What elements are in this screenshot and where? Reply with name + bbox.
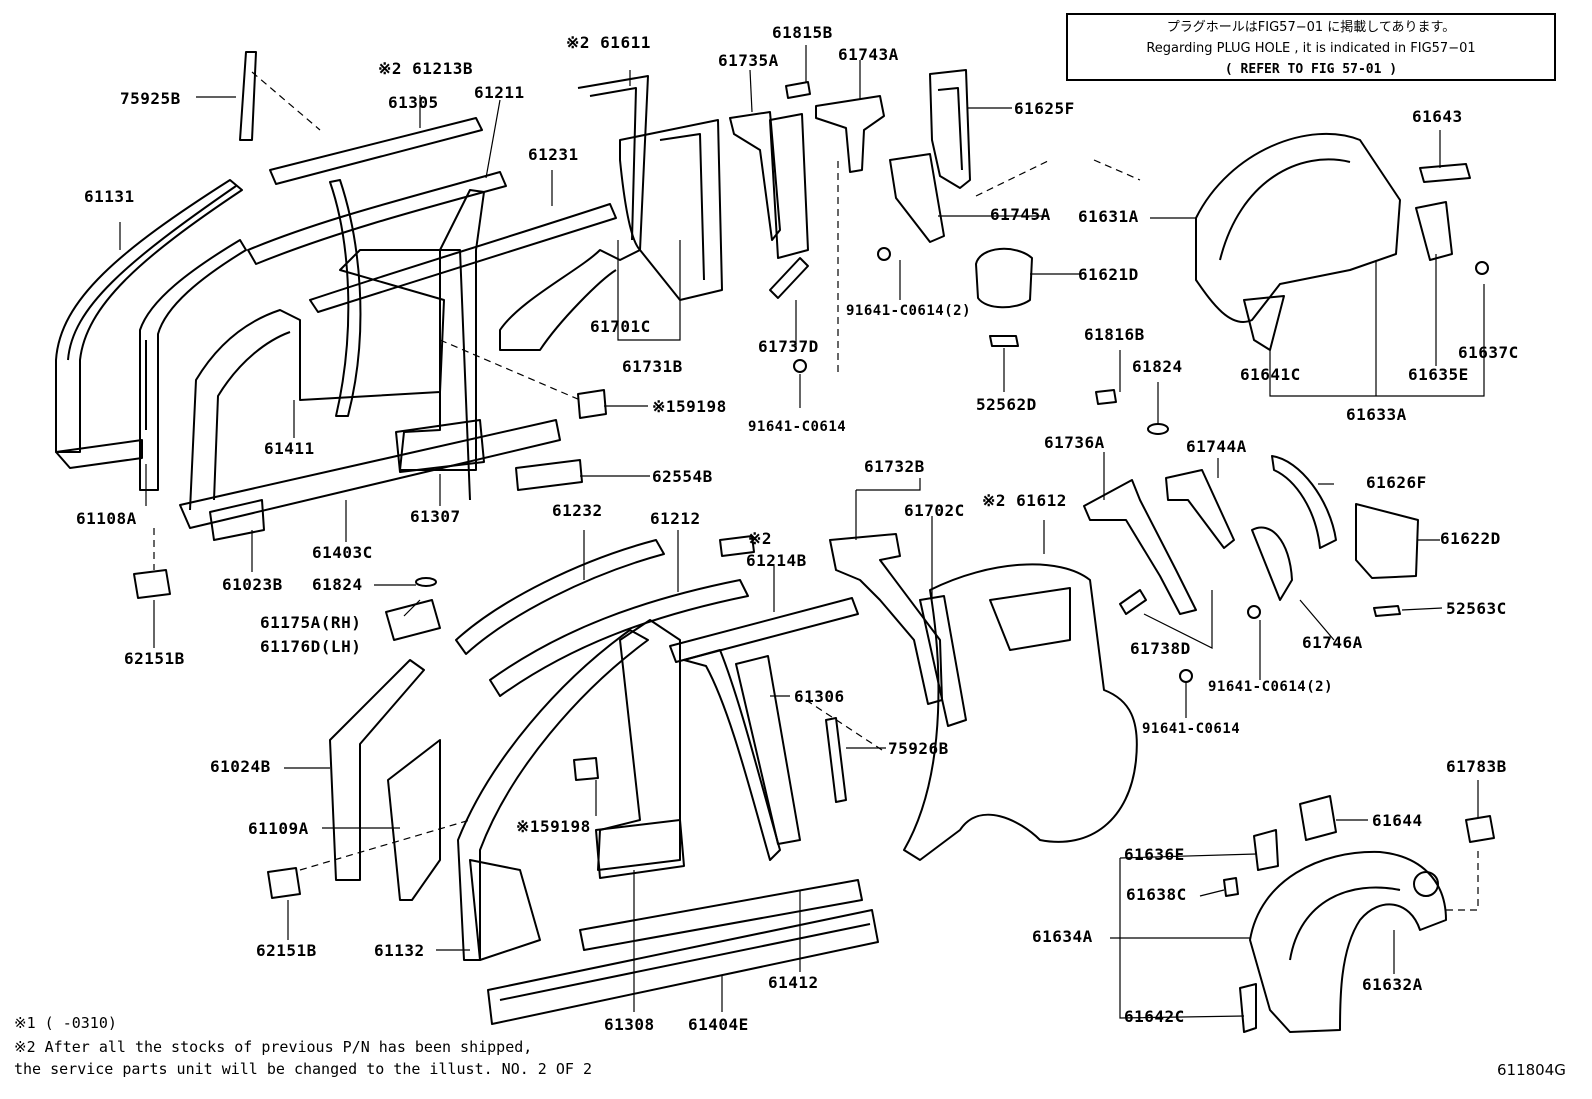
part-label[interactable]: ※2 61612: [982, 491, 1067, 510]
part-label[interactable]: 61637C: [1458, 343, 1519, 362]
part-label[interactable]: 61736A: [1044, 433, 1105, 452]
part-label[interactable]: 61815B: [772, 23, 833, 42]
part-label[interactable]: 61175A(RH): [260, 613, 362, 632]
part-label[interactable]: ※159198: [516, 817, 591, 836]
part-label[interactable]: 61307: [410, 507, 461, 526]
part-label[interactable]: 61638C: [1126, 885, 1187, 904]
part-label[interactable]: 91641-C0614: [748, 419, 847, 435]
part-label[interactable]: 61644: [1372, 811, 1423, 830]
part-label[interactable]: 61622D: [1440, 529, 1501, 548]
part-label[interactable]: 75925B: [120, 89, 181, 108]
part-label[interactable]: 61411: [264, 439, 315, 458]
part-label[interactable]: 61746A: [1302, 633, 1363, 652]
part-label[interactable]: 61131: [84, 187, 135, 206]
part-label[interactable]: 61308: [604, 1015, 655, 1034]
part-label[interactable]: 52562D: [976, 395, 1037, 414]
footnote-1: ※1 ( -0310): [14, 1014, 117, 1032]
part-label[interactable]: 61633A: [1346, 405, 1407, 424]
part-label[interactable]: 61621D: [1078, 265, 1139, 284]
part-label[interactable]: 61305: [388, 93, 439, 112]
part-label[interactable]: 61783B: [1446, 757, 1507, 776]
part-label[interactable]: 61132: [374, 941, 425, 960]
part-label[interactable]: 91641-C0614(2): [846, 303, 972, 319]
part-label[interactable]: 61732B: [864, 457, 925, 476]
part-label[interactable]: 61731B: [622, 357, 683, 376]
part-label[interactable]: 61745A: [990, 205, 1051, 224]
part-label[interactable]: 61625F: [1014, 99, 1075, 118]
plug-hole-notice: プラグホールはFIG57−01 に掲載してあります。 Regarding PLU…: [1066, 13, 1556, 81]
part-label[interactable]: 61635E: [1408, 365, 1469, 384]
part-label[interactable]: ※159198: [652, 397, 727, 416]
notice-refer: ( REFER TO FIG 57-01 ): [1224, 62, 1398, 77]
part-label[interactable]: 52563C: [1446, 599, 1507, 618]
footnote-2: ※2 After all the stocks of previous P/N …: [14, 1038, 533, 1056]
part-label[interactable]: 61824: [1132, 357, 1183, 376]
notice-japanese: プラグホールはFIG57−01 に掲載してあります。: [1166, 20, 1456, 35]
part-label[interactable]: 62151B: [256, 941, 317, 960]
part-label[interactable]: 61632A: [1362, 975, 1423, 994]
part-label[interactable]: 61212: [650, 509, 701, 528]
part-label[interactable]: 91641-C0614: [1142, 721, 1241, 737]
part-label[interactable]: ※2 61611: [566, 33, 651, 52]
part-label[interactable]: 61211: [474, 83, 525, 102]
part-label[interactable]: 61824: [312, 575, 363, 594]
part-label[interactable]: 61743A: [838, 45, 899, 64]
part-label[interactable]: 61024B: [210, 757, 271, 776]
part-label[interactable]: 61403C: [312, 543, 373, 562]
part-label[interactable]: 61636E: [1124, 845, 1185, 864]
part-label[interactable]: 61701C: [590, 317, 651, 336]
part-label[interactable]: 61176D(LH): [260, 637, 362, 656]
part-label[interactable]: 61404E: [688, 1015, 749, 1034]
part-label[interactable]: 61738D: [1130, 639, 1191, 658]
part-label[interactable]: 61412: [768, 973, 819, 992]
part-label[interactable]: 62151B: [124, 649, 185, 668]
part-label[interactable]: 61642C: [1124, 1007, 1185, 1026]
part-label[interactable]: 62554B: [652, 467, 713, 486]
part-label[interactable]: 61108A: [76, 509, 137, 528]
part-label[interactable]: 61109A: [248, 819, 309, 838]
part-label[interactable]: 91641-C0614(2): [1208, 679, 1334, 695]
part-label[interactable]: 61816B: [1084, 325, 1145, 344]
part-label[interactable]: 61231: [528, 145, 579, 164]
part-label[interactable]: 61023B: [222, 575, 283, 594]
part-label[interactable]: 61232: [552, 501, 603, 520]
part-label[interactable]: ※2: [748, 529, 773, 548]
part-label[interactable]: 61306: [794, 687, 845, 706]
part-label[interactable]: 61737D: [758, 337, 819, 356]
part-label[interactable]: 61643: [1412, 107, 1463, 126]
footnote-2-cont: the service parts unit will be changed t…: [14, 1060, 592, 1078]
part-label[interactable]: ※2 61213B: [378, 59, 473, 78]
part-label[interactable]: 61631A: [1078, 207, 1139, 226]
part-label[interactable]: 61626F: [1366, 473, 1427, 492]
part-label[interactable]: 61634A: [1032, 927, 1093, 946]
figure-number: 611804G: [1497, 1061, 1566, 1079]
part-label[interactable]: 61744A: [1186, 437, 1247, 456]
part-label[interactable]: 61735A: [718, 51, 779, 70]
part-label[interactable]: 61702C: [904, 501, 965, 520]
part-label[interactable]: 61214B: [746, 551, 807, 570]
part-label[interactable]: 61641C: [1240, 365, 1301, 384]
notice-english: Regarding PLUG HOLE , it is indicated in…: [1146, 41, 1476, 56]
part-label[interactable]: 75926B: [888, 739, 949, 758]
